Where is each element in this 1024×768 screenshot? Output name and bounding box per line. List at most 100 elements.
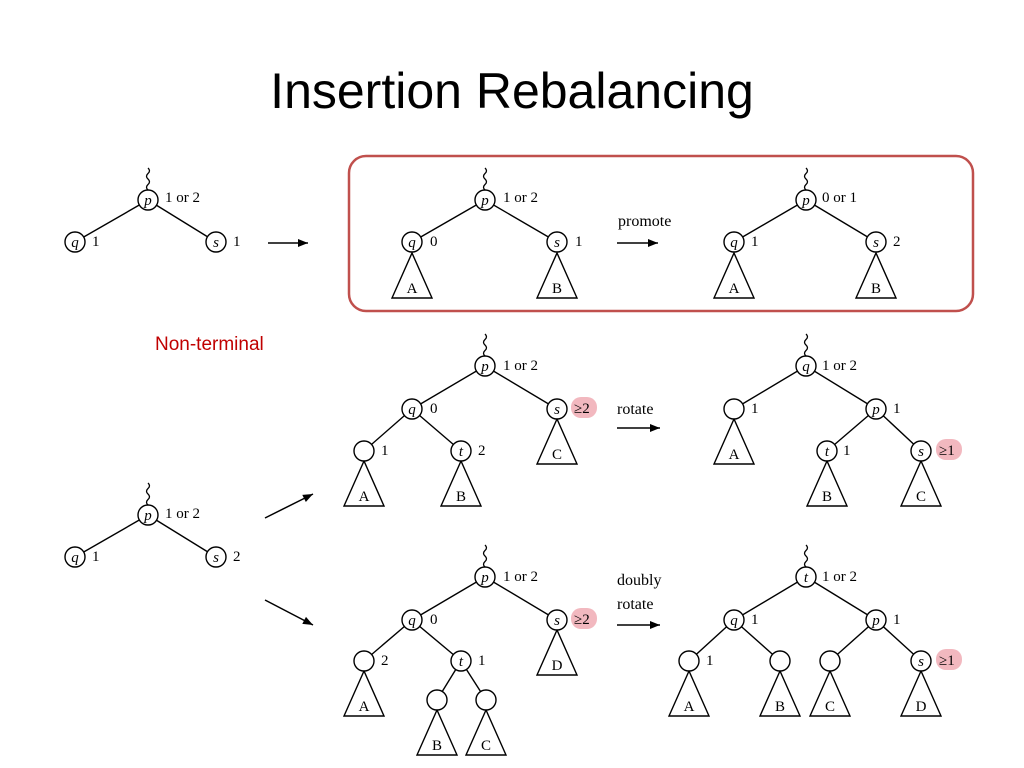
node-label-q: q [730, 235, 738, 251]
tree-edge [411, 199, 486, 243]
tree-node [205, 231, 227, 253]
tree-node [723, 609, 745, 631]
node-label-q: q [71, 235, 79, 251]
rank-label: 2 [381, 653, 389, 669]
arrow-head [302, 494, 313, 503]
node-label-q: q [408, 235, 416, 251]
parent-link-squiggle [482, 544, 488, 568]
rank-label: 0 or 1 [822, 190, 857, 206]
subtree-triangle [535, 251, 579, 299]
tree-node [450, 650, 472, 672]
slide-title: Insertion Rebalancing [270, 63, 754, 119]
node-label-s: s [873, 235, 879, 251]
subtree-triangle [464, 708, 508, 756]
tree-edge [484, 365, 558, 410]
non-terminal-label: Non-terminal [155, 334, 264, 355]
node-label-s: s [213, 550, 219, 566]
rank-label: 1 or 2 [822, 569, 857, 585]
node-label-t: t [804, 570, 809, 586]
node-label-q: q [71, 550, 79, 566]
arrow-head [298, 239, 308, 247]
subtree-label-A: A [684, 699, 695, 715]
subtree-triangle [342, 669, 386, 717]
tree-edge [74, 199, 149, 243]
subtree-triangle [439, 459, 483, 507]
tree-edge [733, 365, 807, 410]
node-label-s: s [213, 235, 219, 251]
tree-node [474, 355, 496, 377]
subtree-label-B: B [822, 489, 832, 505]
rank-label: 1 or 2 [503, 569, 538, 585]
subtree-triangle [712, 417, 756, 465]
rank-label: ≥2 [574, 612, 590, 628]
node-label-s: s [554, 402, 560, 418]
subtree-triangle [899, 459, 943, 507]
tree-edge [805, 576, 877, 621]
subtree-label-C: C [825, 699, 835, 715]
rank-label: 1 [893, 612, 901, 628]
node-label-p: p [871, 402, 880, 418]
tree-edge [805, 199, 877, 243]
node-label-s: s [918, 654, 924, 670]
subtree-label-B: B [552, 281, 562, 297]
rank-label: 1 [843, 443, 851, 459]
subtree-triangle [415, 708, 459, 756]
rank-label: 0 [430, 234, 438, 250]
subtree-triangle [854, 251, 898, 299]
tree-node [401, 609, 423, 631]
tree-edge [411, 365, 486, 410]
subtree-label-A: A [729, 281, 740, 297]
subtree-label-A: A [359, 699, 370, 715]
tree-edge [147, 514, 217, 558]
tree-node [205, 546, 227, 568]
node-label-s: s [918, 444, 924, 460]
subtree-label-C: C [552, 447, 562, 463]
tree-node [910, 440, 932, 462]
rank-label: 1 [751, 401, 759, 417]
tree-node [795, 189, 817, 211]
subtree-label-B: B [432, 738, 442, 754]
subtree-label-C: C [916, 489, 926, 505]
node-label-p: p [480, 359, 489, 375]
tree-edge [826, 408, 877, 452]
subtree-triangle [758, 669, 802, 717]
tree-node [475, 689, 497, 711]
tree-node [353, 650, 375, 672]
tree-node [546, 398, 568, 420]
tree-node [816, 440, 838, 462]
subtree-triangle [899, 669, 943, 717]
subtree-label-B: B [456, 489, 466, 505]
subtree-triangle [390, 251, 434, 299]
tree-edges [74, 167, 922, 701]
rank-label: 1 [92, 234, 100, 250]
tree-edge [74, 514, 149, 558]
rank-label: 2 [233, 549, 241, 565]
rank-label: 1 or 2 [165, 506, 200, 522]
node-label-p: p [480, 570, 489, 586]
subtree-label-A: A [359, 489, 370, 505]
node-label-s: s [554, 613, 560, 629]
rank-label: 1 [575, 234, 583, 250]
subtree-label-D: D [916, 699, 927, 715]
rank-highlights [571, 397, 962, 670]
tree-edge [805, 365, 877, 410]
rank-label: 1 [706, 653, 714, 669]
promote-case-box [347, 154, 975, 313]
rank-label: 1 or 2 [165, 190, 200, 206]
node-label-q: q [408, 402, 416, 418]
rank-highlight [936, 649, 962, 670]
node-label-q: q [730, 613, 738, 629]
rank-label: 1 [893, 401, 901, 417]
rank-label: 2 [478, 443, 486, 459]
rank-label: ≥1 [939, 443, 955, 459]
node-label-q: q [802, 359, 810, 375]
arrow-label: doubly [617, 572, 661, 589]
rank-label: ≥1 [939, 653, 955, 669]
node-label-q: q [408, 613, 416, 629]
tree-node [137, 189, 159, 211]
tree-node [137, 504, 159, 526]
node-label-p: p [143, 193, 152, 209]
subtree-triangle [805, 459, 849, 507]
node-label-s: s [554, 235, 560, 251]
